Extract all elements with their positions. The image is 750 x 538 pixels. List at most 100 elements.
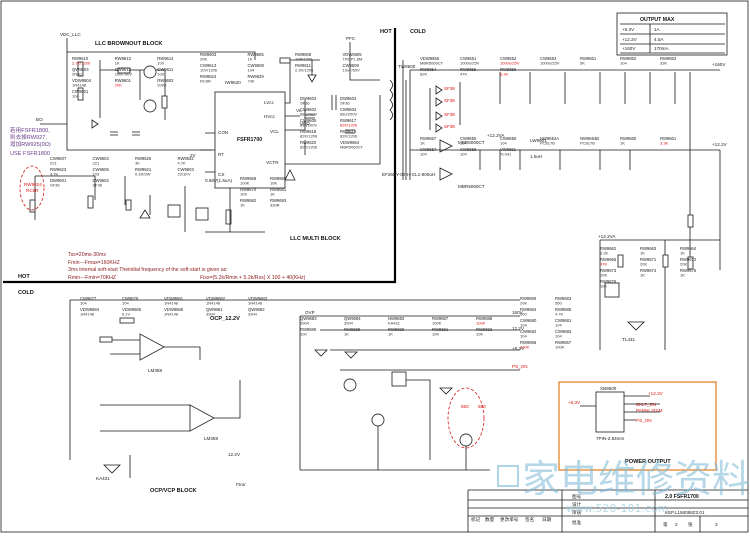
component-value-cw9682: 104 xyxy=(520,334,527,339)
component-rw9682: RW9682 xyxy=(240,198,257,203)
component-value-rw9656: 8.2K xyxy=(500,72,509,77)
component-cw9613: CW9613 xyxy=(200,63,217,68)
component-nw9654a: NW9654A xyxy=(540,136,559,141)
component-value-cw9607: 221 xyxy=(50,161,57,166)
component-cw9652: CW9652 xyxy=(500,56,517,61)
component-value-cw9604: 68u/200V xyxy=(340,112,357,117)
component-value-rw9613: 1K xyxy=(115,61,120,66)
component-value-vdw9604: 1N4148 xyxy=(72,83,87,88)
component-cw9611: CW9611 xyxy=(157,67,174,72)
cold-label-top: COLD xyxy=(410,29,426,35)
component-rw9673: RW9673 xyxy=(600,268,617,273)
sf36-diodes xyxy=(435,85,443,133)
conn-bklt: BKLT_EN xyxy=(636,402,656,407)
ss-note: 0.58V(1.5uA) xyxy=(205,178,233,183)
note-cn-1: 若用FSFR1800, xyxy=(10,126,50,134)
ot-r2-c1: +12.2V xyxy=(622,37,638,42)
component-rw9623: RW9623 xyxy=(50,167,67,172)
component-value-cw9603: 22/1KV xyxy=(178,172,191,177)
component-rw9632: RW9632 xyxy=(178,156,195,161)
component-rw9671: RW9671 xyxy=(640,257,657,262)
component-value-vdw9656: MBR5060CT xyxy=(420,61,444,66)
component-qw9603: QW9603 xyxy=(72,67,89,72)
component-value-cw9652: 1000u/25V xyxy=(500,61,520,66)
tb-of-label: 张 xyxy=(688,521,693,528)
component-value-qw9684: 3904 xyxy=(344,321,354,326)
component-rw9667: RW9667 xyxy=(555,340,572,345)
component-cw9607: CW9607 xyxy=(50,156,67,161)
component-value-cw9605: 68u/200V xyxy=(300,123,317,128)
rw9629 xyxy=(87,195,94,209)
ocp-top-rail xyxy=(69,299,520,460)
component-rw9652: RW9652 xyxy=(620,56,637,61)
pin-cs: CS xyxy=(218,172,224,177)
conn-5v: +5.3V xyxy=(568,400,581,405)
5v-sense-label: +5.3V xyxy=(512,346,525,351)
component-value-cw9653: 1000u/25V xyxy=(540,61,560,66)
pfc-line xyxy=(349,42,380,81)
cw9605 xyxy=(110,131,118,136)
component-value-cw9601: 104 xyxy=(72,94,79,99)
vdw9654: MBR5060CT xyxy=(458,140,485,145)
component-cw9608: CW9608 xyxy=(248,63,265,68)
component-value-rw9624: RC8R xyxy=(200,79,211,84)
rw9604 xyxy=(161,95,168,109)
component-value-cw9612: 10uF/50V xyxy=(115,72,133,77)
rw9675 xyxy=(119,317,135,324)
ic-ref: IW9620 xyxy=(225,80,241,85)
mbr-diodes xyxy=(439,139,453,181)
12v-branches xyxy=(479,150,631,170)
rw9624-val: RC8R xyxy=(26,188,39,193)
component-value-rw9672: 20K xyxy=(680,262,687,267)
ot-r2-c2: 4.5A xyxy=(654,37,664,42)
qw9603 xyxy=(143,65,157,79)
component-value-cw9606: 103 xyxy=(93,172,100,177)
component-rw9621: RW9621 xyxy=(135,167,152,172)
component-rw9610: RW9610 xyxy=(72,56,89,61)
component-value-vdw9685: 5.1V xyxy=(122,312,131,317)
160v-out-label: +160V xyxy=(712,62,726,67)
12v-ocp-label: 12.2V xyxy=(228,452,241,457)
component-value-rw9654: 82K xyxy=(420,72,427,77)
component-value-rw9669: 10K xyxy=(270,181,277,186)
component-value-vdw9683: 1N4148 xyxy=(248,301,263,306)
component-vdw9656: VDW9656 xyxy=(420,56,440,61)
component-rw9624: RW9624 xyxy=(200,74,217,79)
component-cw9681: CW9681 xyxy=(555,318,572,323)
nw9683a xyxy=(391,371,407,387)
rw9683: 560 xyxy=(461,404,469,409)
component-rw9689: RW9689 xyxy=(344,327,361,332)
component-value-rw9601: 20K xyxy=(115,83,122,88)
transformer-ref: TW9600 xyxy=(398,64,416,69)
ot-r1-c1: +5.3V xyxy=(622,27,635,32)
primary-winding xyxy=(389,79,393,121)
component-vdw9605: VDW9605 xyxy=(343,52,363,57)
component-rw9665: RW9665 xyxy=(600,257,617,262)
component-rw9688: RW9688 xyxy=(476,316,493,321)
component-value-cw9683: 104 xyxy=(555,334,562,339)
pin-vcl: VCL xyxy=(270,129,279,134)
component-value-rw9673: 10K xyxy=(600,273,607,278)
component-labels: RW96102.7K/1206RW96131KRW9614100QW96032N… xyxy=(50,52,697,350)
component-value-rw9671: 20K xyxy=(640,262,647,267)
component-value-rw9680: 20K xyxy=(520,301,527,306)
component-value-rw9605: 1K xyxy=(248,57,253,62)
component-value-dw9603: SF36 xyxy=(300,101,310,106)
12v-sense-label: 12.2V xyxy=(512,326,525,331)
bo-label: BO xyxy=(36,117,43,122)
cw9611 xyxy=(345,129,355,134)
vdc-llc-rail xyxy=(66,38,256,60)
tb-total: 3 xyxy=(715,522,718,527)
rw9654 xyxy=(687,256,694,270)
hot-label-top: HOT xyxy=(380,29,392,35)
component-dw9602: DW9602 xyxy=(93,178,110,183)
component-value-rw9651: 5K xyxy=(580,61,585,66)
component-value-cw9602: 68u/200V xyxy=(300,112,317,117)
tb-approve: 批准 xyxy=(572,519,582,526)
qw9603b xyxy=(143,99,157,113)
component-rw9657: RW9657 xyxy=(420,136,437,141)
cw9613 xyxy=(305,114,315,119)
component-cw9657: CW9657 xyxy=(420,147,437,152)
component-rw9674: RW9674 xyxy=(640,268,657,273)
